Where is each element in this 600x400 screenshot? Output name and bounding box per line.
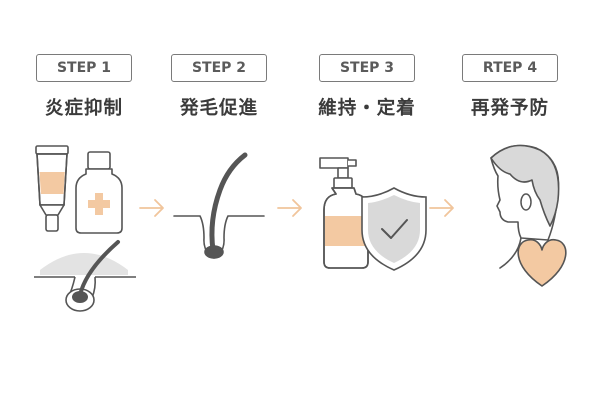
hair-follicle-icon <box>173 152 265 259</box>
shield-check-icon <box>361 187 427 271</box>
step-1-badge: STEP 1 <box>36 54 132 82</box>
spray-bottle-icon <box>319 157 369 269</box>
arrow-right-icon <box>277 199 302 217</box>
step-3: STEP 3 維持・定着 <box>308 54 426 120</box>
medicine-bottle-icon <box>75 151 123 234</box>
heart-icon <box>517 238 567 287</box>
skin-follicle-icon <box>34 240 136 312</box>
step-3-badge: STEP 3 <box>319 54 415 82</box>
step-2-title: 発毛促進 <box>179 98 258 119</box>
step-2-badge: STEP 2 <box>171 54 267 82</box>
step-2: STEP 2 発毛促進 <box>160 54 278 120</box>
step-4: RTEP 4 再発予防 <box>451 54 569 120</box>
cream-tube-icon <box>35 145 69 232</box>
arrow-right-icon <box>139 199 164 217</box>
step-4-title: 再発予防 <box>470 98 549 119</box>
step-3-title: 維持・定着 <box>318 98 416 119</box>
step-1-title: 炎症抑制 <box>44 98 123 119</box>
arrow-right-icon <box>429 199 454 217</box>
step-4-badge: RTEP 4 <box>462 54 558 82</box>
step-1: STEP 1 炎症抑制 <box>25 54 143 120</box>
